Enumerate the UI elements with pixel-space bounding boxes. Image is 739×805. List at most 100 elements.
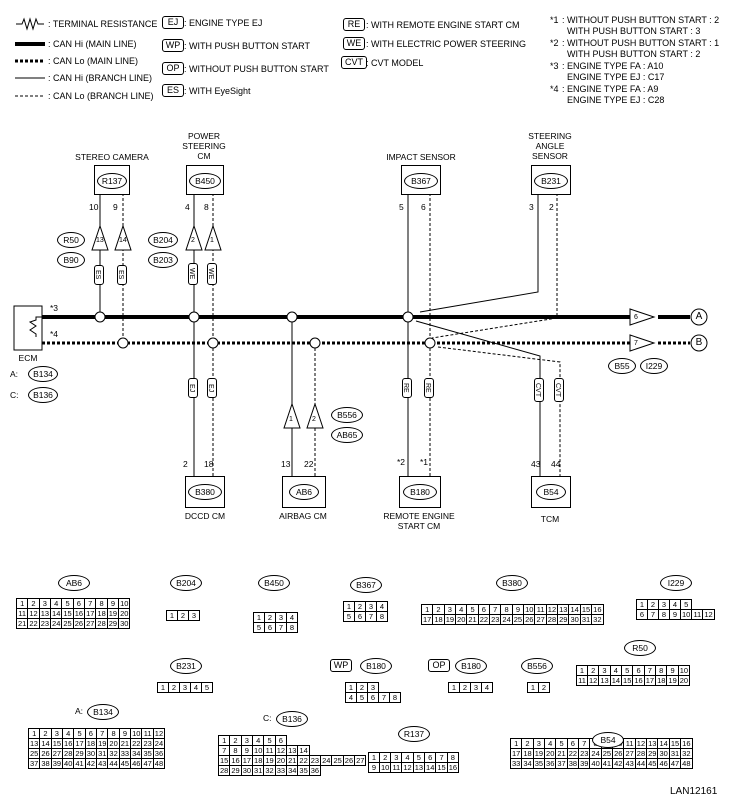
b556-pin-2: 2 <box>312 416 316 423</box>
pin-cell: 4 <box>544 738 557 749</box>
pin-cell: 18 <box>252 755 265 766</box>
pin-cell: 17 <box>420 614 434 625</box>
terminal-resistance-symbol <box>16 17 44 31</box>
pin-cell: 5 <box>679 599 693 610</box>
pin-cell: 22 <box>27 618 40 629</box>
note4-text: : ENGINE TYPE FA : A9 ENGINE TYPE EJ : C… <box>562 84 665 105</box>
note2-text: : WITHOUT PUSH BUTTON START : 1 WITH PUS… <box>562 38 720 59</box>
pin-cell: 19 <box>666 675 679 686</box>
b54-connector-title: B54 <box>592 732 624 748</box>
pin-cell: 1 <box>527 682 539 693</box>
pin-cell: 36 <box>544 758 557 769</box>
b136-prefix: C: <box>263 713 272 723</box>
legend-cvt-text: : CVT MODEL <box>366 58 424 68</box>
pin-cell: 48 <box>152 758 166 769</box>
pin-cell: 12 <box>274 745 288 756</box>
legend-we-text: : WITH ELECTRIC POWER STEERING <box>366 39 527 49</box>
pin-cell: 16 <box>62 738 75 749</box>
pin-cell: 20 <box>107 738 120 749</box>
pin-cell: 1 <box>368 752 380 763</box>
pin-cell: 3 <box>50 728 64 739</box>
pin-cell: 38 <box>566 758 580 769</box>
legend-op-tag: OP <box>162 62 184 75</box>
pin-cell: 35 <box>297 765 310 776</box>
pin-cell: 36 <box>308 765 322 776</box>
pin-cell: 20 <box>677 675 691 686</box>
pin-cell: 8 <box>229 745 242 756</box>
pin-cell: 6 <box>632 665 645 676</box>
pin-cell: 27 <box>50 748 64 759</box>
pin-cell: 10 <box>677 665 691 676</box>
pin-cell: 11 <box>141 728 154 739</box>
b55-connector-code: B55 <box>608 358 636 374</box>
we-tag-lo: WE <box>207 263 217 285</box>
pin-cell: 21 <box>286 755 299 766</box>
pin-cell: 7 <box>96 728 109 739</box>
airbag-pin-lo: 22 <box>304 459 314 469</box>
es-tag-lo: ES <box>117 265 127 285</box>
b90-connector-code: B90 <box>57 252 85 268</box>
pin-cell: 2 <box>168 682 180 693</box>
b55-pin-6: 6 <box>634 314 638 321</box>
pin-cell: 8 <box>389 692 401 703</box>
pin-cell: 26 <box>72 618 86 629</box>
b380-connector-title: B380 <box>496 575 528 591</box>
pin-cell: 7 <box>643 665 657 676</box>
dccd-pin-lo: 18 <box>204 459 214 469</box>
impact-sensor-code: B367 <box>404 173 438 189</box>
pin-cell: 3 <box>38 598 52 609</box>
pin-cell: 8 <box>500 604 513 615</box>
pin-cell: 33 <box>509 758 523 769</box>
pin-cell: 19 <box>106 608 120 619</box>
pin-cell: 24 <box>152 738 166 749</box>
legend-es-tag: ES <box>162 84 184 97</box>
stereo-camera-code: R137 <box>97 173 127 189</box>
pin-cell: 23 <box>38 618 52 629</box>
pin-cell: 27 <box>534 614 547 625</box>
legend-can-hi-main: : CAN Hi (MAIN LINE) <box>48 39 137 49</box>
pin-cell: 11 <box>263 745 276 756</box>
legend-cvt-tag: CVT <box>341 56 367 69</box>
tcm-code: B54 <box>536 484 566 500</box>
pin-cell: 14 <box>609 675 623 686</box>
pin-cell: 25 <box>61 618 74 629</box>
b180b-connector-title: B180 <box>455 658 487 674</box>
pin-cell: 12 <box>586 675 600 686</box>
pin-cell: 18 <box>655 675 668 686</box>
steering-angle-sensor-label: STEERING ANGLE SENSOR <box>528 131 572 161</box>
legend-can-lo-main: : CAN Lo (MAIN LINE) <box>48 56 139 66</box>
pin-cell: 6 <box>72 598 86 609</box>
pin-cell: 14 <box>39 738 52 749</box>
b367-connector-title: B367 <box>350 577 382 593</box>
pin-cell: 11 <box>534 604 547 615</box>
pin-cell: 25 <box>600 748 614 759</box>
impact-sensor-pin-lo: 6 <box>421 202 426 212</box>
pin-cell: 20 <box>118 608 131 619</box>
pin-cell: 19 <box>96 738 109 749</box>
pin-cell: 30 <box>657 748 670 759</box>
pin-cell: 15 <box>579 604 593 615</box>
b134-prefix: A: <box>75 706 84 716</box>
b203-connector-code: B203 <box>148 252 178 268</box>
stereo-camera-pin-hi: 10 <box>89 202 99 212</box>
pin-cell: 2 <box>459 682 471 693</box>
ecm-a-code: B134 <box>28 366 58 382</box>
pin-cell: 3 <box>240 735 254 746</box>
legend-re-text: : WITH REMOTE ENGINE START CM <box>366 20 520 30</box>
pin-cell: 1 <box>253 612 265 623</box>
pin-cell: 21 <box>466 614 479 625</box>
pin-cell: 10 <box>679 609 693 620</box>
pin-cell: 4 <box>62 728 75 739</box>
pin-cell: 4 <box>376 601 388 612</box>
pin-cell: 29 <box>106 618 120 629</box>
pin-cell: 20 <box>455 614 468 625</box>
impact-sensor-label: IMPACT SENSOR <box>386 152 456 162</box>
stereo-camera-pin-lo: 9 <box>113 202 118 212</box>
pin-cell: 3 <box>390 752 403 763</box>
remote-pin-lo: *1 <box>420 457 429 467</box>
legend-re-tag: RE <box>343 18 365 31</box>
ecm-label: ECM <box>18 353 38 363</box>
pin-cell: 13 <box>412 762 426 773</box>
pin-cell: 4 <box>345 692 357 703</box>
dccd-label: DCCD CM <box>184 511 226 521</box>
